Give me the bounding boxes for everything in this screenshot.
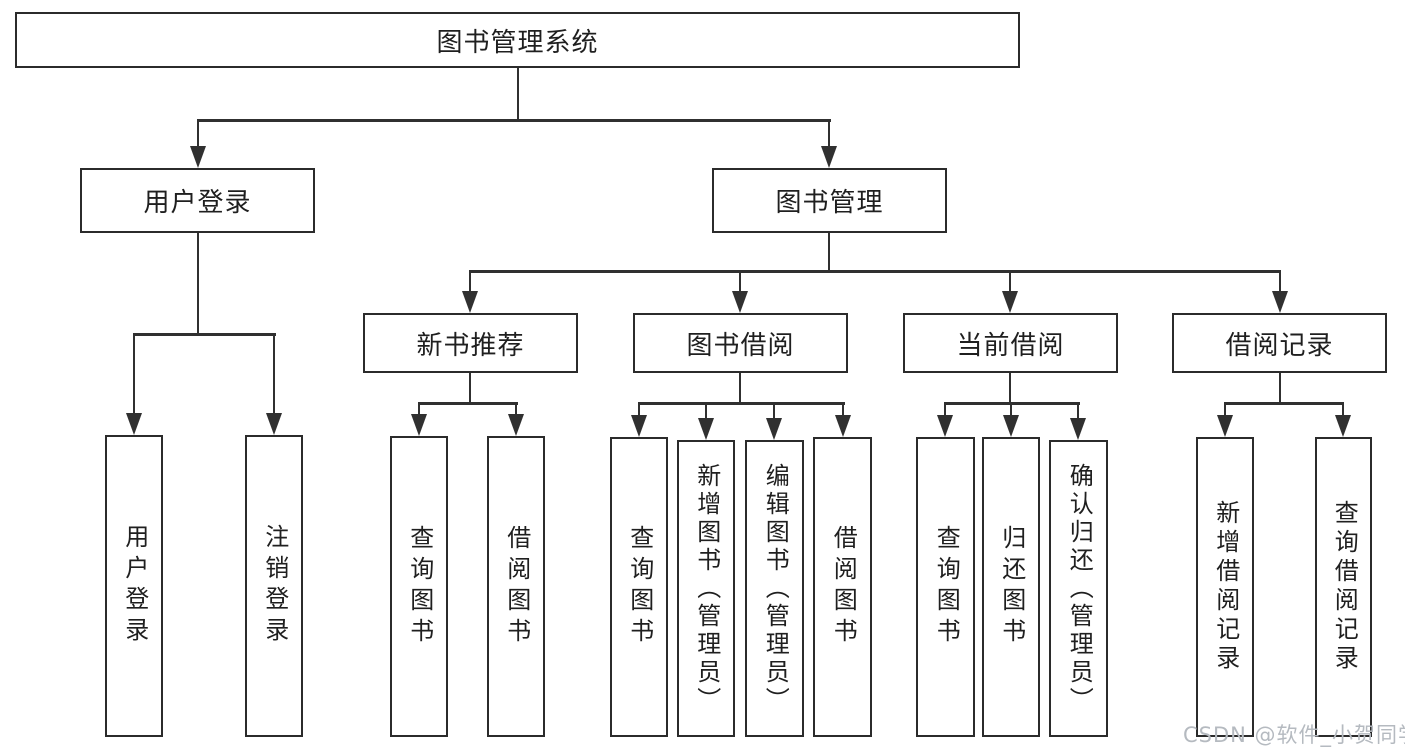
edge-borrow-records-branch xyxy=(1225,402,1344,405)
leaf-borrow-add-books-admin-label: 新增图书（管理员） xyxy=(692,462,721,715)
edge-root-branch xyxy=(197,119,831,122)
leaf-current-return-books-label: 归还图书 xyxy=(997,525,1026,649)
node-book-borrow-label: 图书借阅 xyxy=(686,330,795,361)
arrow-down-icon xyxy=(411,414,427,436)
arrow-down-icon xyxy=(766,418,782,440)
leaf-newbooks-borrow-books-label: 借阅图书 xyxy=(502,524,531,649)
arrow-down-icon xyxy=(698,418,714,440)
leaf-newbooks-query-books-label: 查询图书 xyxy=(405,524,434,649)
node-root: 图书管理系统 xyxy=(15,12,1020,68)
arrow-down-icon xyxy=(1002,291,1018,313)
arrow-down-icon xyxy=(835,415,851,437)
leaf-borrow-edit-books-admin-label: 编辑图书（管理员） xyxy=(761,462,790,715)
edge-root-stem xyxy=(517,68,519,120)
node-new-books: 新书推荐 xyxy=(363,313,578,373)
edge-to-borrow-records xyxy=(1279,270,1281,303)
leaf-user-login: 用户登录 xyxy=(105,435,163,737)
edge-new-books-stem xyxy=(469,373,471,404)
node-root-label: 图书管理系统 xyxy=(436,27,599,58)
leaf-current-confirm-return-admin: 确认归还（管理员） xyxy=(1049,440,1108,737)
leaf-records-add-record-label: 新增借阅记录 xyxy=(1211,500,1240,674)
edge-to-br-query xyxy=(1342,402,1344,425)
leaf-records-query-record-label: 查询借阅记录 xyxy=(1330,500,1359,674)
leaf-borrow-add-books-admin: 新增图书（管理员） xyxy=(677,440,735,737)
arrow-down-icon xyxy=(462,291,478,313)
edge-to-cb-query xyxy=(944,402,946,425)
arrow-down-icon xyxy=(1335,415,1351,437)
edge-borrow-records-stem xyxy=(1279,373,1281,404)
edge-to-bb-borrow xyxy=(842,402,844,425)
leaf-newbooks-borrow-books: 借阅图书 xyxy=(487,436,545,737)
node-book-borrow: 图书借阅 xyxy=(633,313,848,373)
csdn-watermark: CSDN @软件_小贺同学 xyxy=(1183,723,1405,747)
node-new-books-label: 新书推荐 xyxy=(416,330,525,361)
leaf-borrow-edit-books-admin: 编辑图书（管理员） xyxy=(745,440,804,737)
arrow-down-icon xyxy=(508,414,524,436)
node-user-login-label: 用户登录 xyxy=(143,188,252,218)
arrow-down-icon xyxy=(821,146,837,168)
arrow-down-icon xyxy=(1003,415,1019,437)
edge-user-login-branch xyxy=(134,333,276,336)
edge-book-borrow-branch xyxy=(639,402,845,405)
edge-to-nb-borrow xyxy=(515,402,517,424)
edge-user-login-stem xyxy=(197,233,199,335)
edge-current-borrow-branch xyxy=(945,402,1080,405)
node-book-mgmt: 图书管理 xyxy=(712,168,947,233)
leaf-records-add-record: 新增借阅记录 xyxy=(1196,437,1254,737)
edge-new-books-branch xyxy=(419,402,518,405)
leaf-logout-label: 注销登录 xyxy=(260,524,289,648)
leaf-current-query-books-label: 查询图书 xyxy=(932,525,961,649)
arrow-down-icon xyxy=(732,291,748,313)
edge-current-borrow-stem xyxy=(1009,373,1011,404)
arrow-down-icon xyxy=(631,415,647,437)
node-borrow-records: 借阅记录 xyxy=(1172,313,1387,373)
edge-to-current-borrow xyxy=(1009,270,1011,303)
leaf-borrow-query-books: 查询图书 xyxy=(610,437,668,737)
leaf-borrow-borrow-books-label: 借阅图书 xyxy=(829,525,858,649)
edge-to-br-add xyxy=(1224,402,1226,425)
edge-to-book-borrow xyxy=(739,270,741,303)
edge-to-leaf-logout xyxy=(273,333,275,425)
arrow-down-icon xyxy=(937,415,953,437)
edge-to-bb-edit xyxy=(773,402,775,425)
edge-to-bb-add xyxy=(705,402,707,425)
edge-to-leaf-login xyxy=(133,333,135,425)
arrow-down-icon xyxy=(1272,291,1288,313)
node-current-borrow-label: 当前借阅 xyxy=(956,330,1065,361)
node-book-mgmt-label: 图书管理 xyxy=(775,188,884,218)
edge-to-nb-query xyxy=(418,402,420,424)
leaf-logout: 注销登录 xyxy=(245,435,303,737)
leaf-user-login-label: 用户登录 xyxy=(120,524,149,648)
node-borrow-records-label: 借阅记录 xyxy=(1225,330,1334,361)
node-current-borrow: 当前借阅 xyxy=(903,313,1118,373)
edge-book-borrow-stem xyxy=(739,373,741,404)
edge-book-mgmt-stem xyxy=(828,233,830,272)
node-user-login: 用户登录 xyxy=(80,168,315,233)
edge-to-new-books xyxy=(469,270,471,303)
leaf-current-return-books: 归还图书 xyxy=(982,437,1040,737)
leaf-current-query-books: 查询图书 xyxy=(916,437,975,737)
leaf-borrow-query-books-label: 查询图书 xyxy=(625,525,654,649)
arrow-down-icon xyxy=(190,146,206,168)
arrow-down-icon xyxy=(1070,418,1086,440)
edge-book-mgmt-branch xyxy=(470,270,1281,273)
edge-to-cb-return xyxy=(1010,402,1012,425)
edge-to-user-login xyxy=(197,119,199,163)
arrow-down-icon xyxy=(266,413,282,435)
leaf-newbooks-query-books: 查询图书 xyxy=(390,436,448,737)
arrow-down-icon xyxy=(1217,415,1233,437)
leaf-records-query-record: 查询借阅记录 xyxy=(1315,437,1372,737)
edge-to-book-mgmt xyxy=(828,119,830,163)
arrow-down-icon xyxy=(126,413,142,435)
leaf-borrow-borrow-books: 借阅图书 xyxy=(813,437,872,737)
leaf-current-confirm-return-admin-label: 确认归还（管理员） xyxy=(1065,462,1094,715)
edge-to-bb-query xyxy=(638,402,640,425)
edge-to-cb-confirm xyxy=(1077,402,1079,425)
